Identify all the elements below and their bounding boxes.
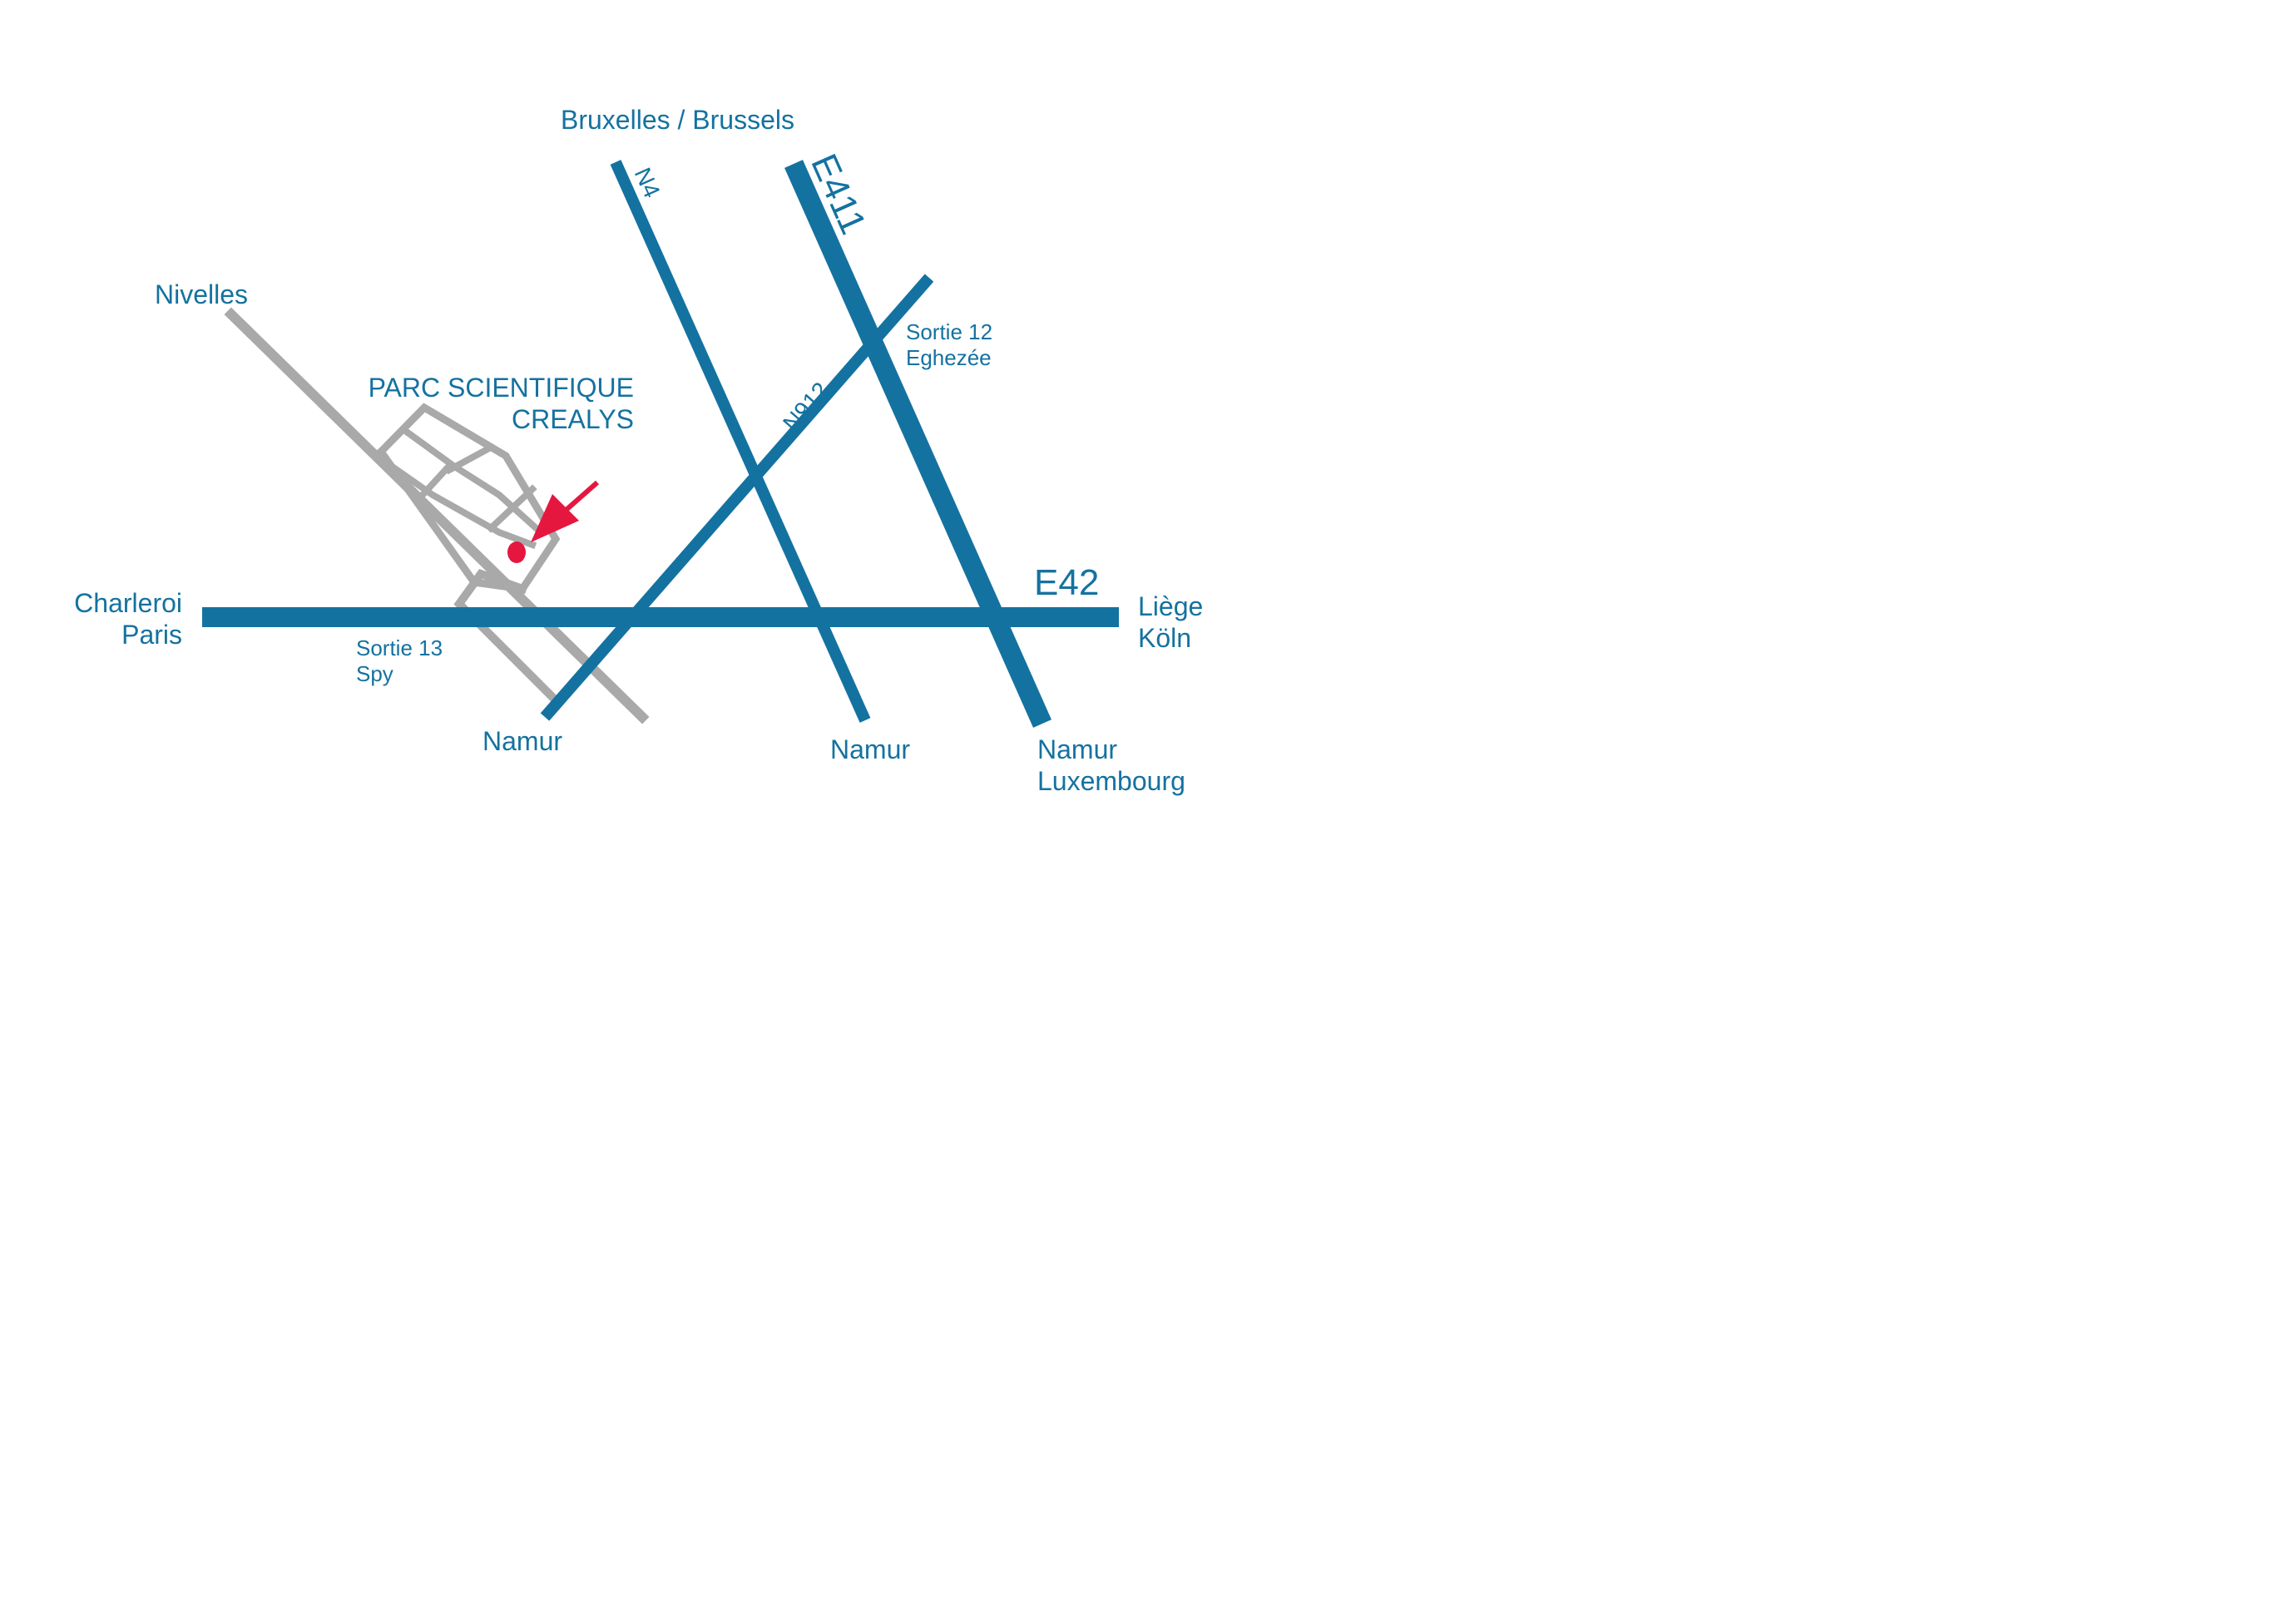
site-label-line1: PARC SCIENTIFIQUE <box>368 373 634 403</box>
exit-12-town: Eghezée <box>906 345 992 371</box>
road-label-e42: E42 <box>1034 562 1100 603</box>
location-dot-icon <box>507 541 526 563</box>
site-label-line2: CREALYS <box>511 404 634 435</box>
exit-12-label: Sortie 12 Eghezée <box>906 319 992 371</box>
site-label: PARC SCIENTIFIQUE CREALYS <box>316 372 634 436</box>
exit-13-town: Spy <box>356 661 393 687</box>
red-arrow-icon <box>531 480 599 542</box>
dest-koln: Köln <box>1138 623 1192 654</box>
road-map <box>202 160 1119 728</box>
exit-13-ramp <box>453 569 562 707</box>
road-n912 <box>540 274 934 721</box>
exit-13-number: Sortie 13 <box>356 635 443 660</box>
dest-charleroi: Charleroi <box>74 588 182 618</box>
dest-brussels: Bruxelles / Brussels <box>561 105 794 135</box>
park-road-4 <box>418 461 454 500</box>
exit-13-label: Sortie 13 Spy <box>356 635 443 687</box>
dest-namur-n4: Namur <box>830 734 911 764</box>
park-road-1 <box>386 461 537 550</box>
road-n4 <box>610 160 871 723</box>
dest-namur-e411: Namur <box>1037 734 1118 764</box>
park-road-2 <box>403 428 546 537</box>
dest-liege: Liège <box>1138 591 1204 621</box>
road-e411 <box>784 160 1052 728</box>
park-road-3 <box>444 444 492 475</box>
dest-luxembourg: Luxembourg <box>1037 766 1185 797</box>
dest-south-e411: Namur Luxembourg <box>1037 734 1185 798</box>
exit-12-number: Sortie 12 <box>906 319 993 344</box>
local-road-network <box>224 307 650 724</box>
dest-east: Liège Köln <box>1138 591 1203 655</box>
park-road-5 <box>486 484 537 533</box>
dest-west: Charleroi Paris <box>58 587 182 651</box>
dest-paris: Paris <box>121 620 182 650</box>
highways <box>202 160 1119 728</box>
dest-namur-n912: Namur <box>482 726 563 756</box>
road-nivelles <box>224 307 650 724</box>
dest-nivelles: Nivelles <box>155 279 249 309</box>
